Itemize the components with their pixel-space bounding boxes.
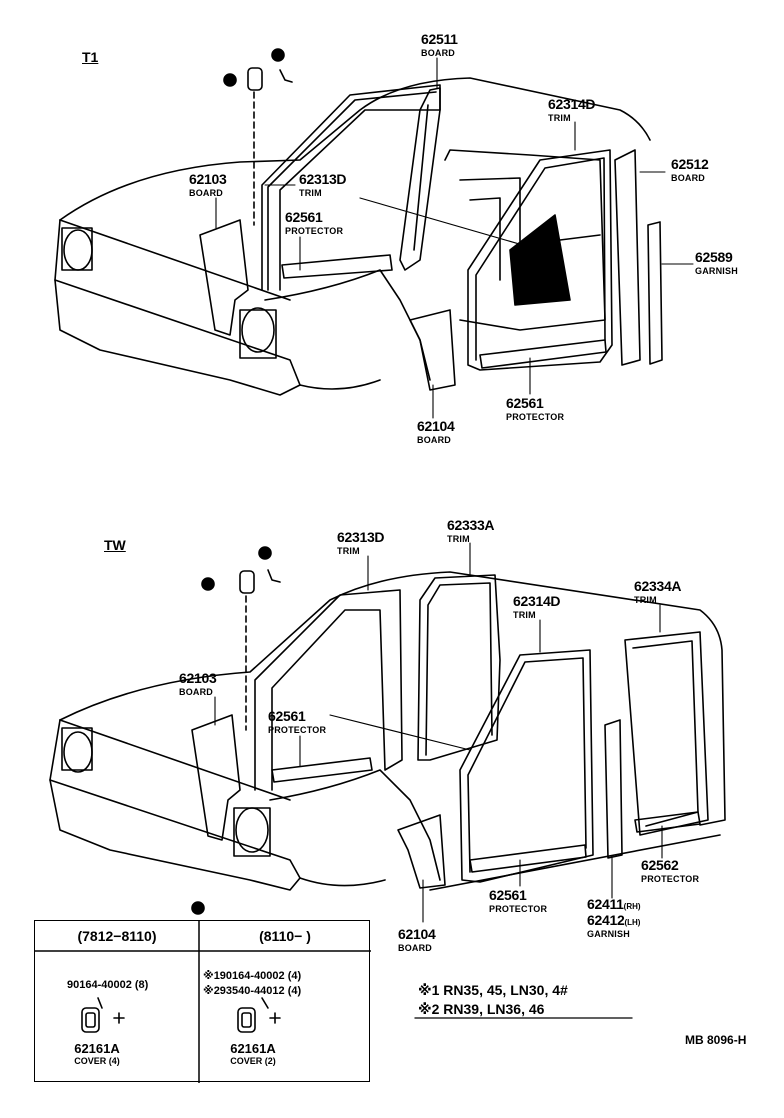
tw-leader-lines: [214, 542, 663, 923]
tw-vehicle-outline: [49, 571, 726, 891]
inset-grid: [35, 921, 371, 1083]
t1-fender-boards: [199, 219, 456, 391]
tw-fastener-leader: [191, 546, 281, 915]
note-2: ※2 RN39, LN36, 46: [418, 1001, 545, 1017]
inset-col2-part1: ※190164-40002 (4): [203, 970, 302, 982]
section-t1-label: T1: [82, 49, 99, 65]
t1-pillar-board-62511: [399, 87, 441, 271]
tw-rear-door-trim: [459, 631, 709, 883]
note-1: ※1 RN35, 45, LN30, 4#: [418, 982, 568, 998]
tw-label-62411-62412: 62411(RH) 62412(LH) GARNISH: [587, 896, 641, 939]
inset-col2-part2: ※293540-44012 (4): [203, 985, 302, 997]
t1-fastener-leader: [223, 48, 293, 226]
t1-rear-board-62512: [614, 149, 663, 366]
drawing-code: MB 8096-H: [685, 1033, 747, 1047]
tw-windshield-trim: [254, 589, 403, 791]
tw-front-door-trim: [417, 574, 501, 761]
t1-door-opening-trim: [467, 149, 613, 371]
inset-col2-header: (8110− ): [259, 928, 311, 944]
t1-protector-strips: [281, 254, 607, 369]
t1-rear-wall: [444, 149, 606, 331]
tw-fender-boards: [191, 714, 446, 889]
model-notes: ※1 RN35, 45, LN30, 4# ※2 RN39, LN36, 46: [418, 982, 568, 1020]
inset-icons: [81, 997, 281, 1033]
fastener-inset-table: (7812−8110) (8110− ) 90164-40002 (8) ※19…: [34, 920, 371, 1083]
inset-col1-part: 90164-40002 (8): [67, 979, 149, 991]
t1-vehicle-outline: [54, 77, 651, 396]
inset-col1-header: (7812−8110): [77, 928, 157, 944]
section-tw-label: TW: [104, 537, 126, 553]
tw-protector-strips: [271, 757, 701, 873]
t1-leader-lines: [215, 57, 694, 419]
